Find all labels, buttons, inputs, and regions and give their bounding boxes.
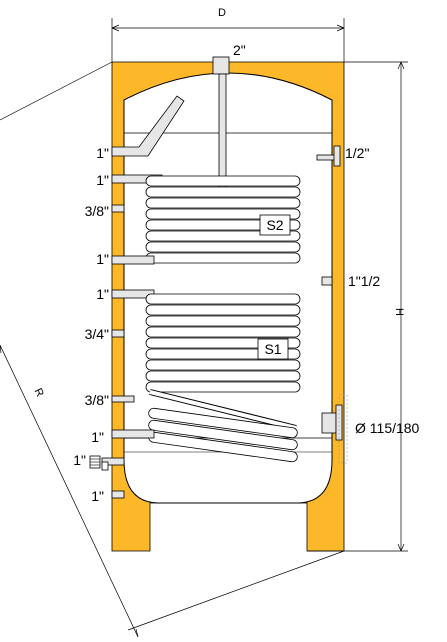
left-connection-label: 3/4" xyxy=(85,326,109,342)
coil-labels xyxy=(257,214,291,360)
radius-label: R xyxy=(32,386,46,398)
dimension-lines xyxy=(0,18,408,638)
height-label: H xyxy=(393,308,405,316)
coil-s1 xyxy=(111,289,301,463)
top-connection-label: 2" xyxy=(233,42,246,58)
left-connection-label: 1" xyxy=(96,172,109,188)
left-connection-label: 3/8" xyxy=(85,203,109,219)
left-connection-label: 1" xyxy=(96,145,109,161)
diameter-label: D xyxy=(218,7,226,19)
flange-outline xyxy=(338,394,348,464)
right-middle-connection-label: 1"1/2 xyxy=(348,273,380,289)
left-connection-label: 1" xyxy=(91,488,104,504)
coil-s2-label: S2 xyxy=(266,217,283,233)
left-bent-pipe xyxy=(111,95,185,157)
left-connection-label: 1" xyxy=(96,286,109,302)
left-connection-label: 3/8" xyxy=(85,392,109,408)
left-connection-label: 1" xyxy=(73,452,86,468)
right-upper-connection-label: 1/2" xyxy=(345,145,369,161)
coil-s1-label: S1 xyxy=(264,341,281,357)
left-connection-label: 1" xyxy=(96,251,109,267)
left-connection-label: 1" xyxy=(91,429,104,445)
left-stubs xyxy=(101,204,135,499)
flange-label: Ø 115/180 xyxy=(355,420,420,436)
drain-plug-icon xyxy=(89,455,109,471)
